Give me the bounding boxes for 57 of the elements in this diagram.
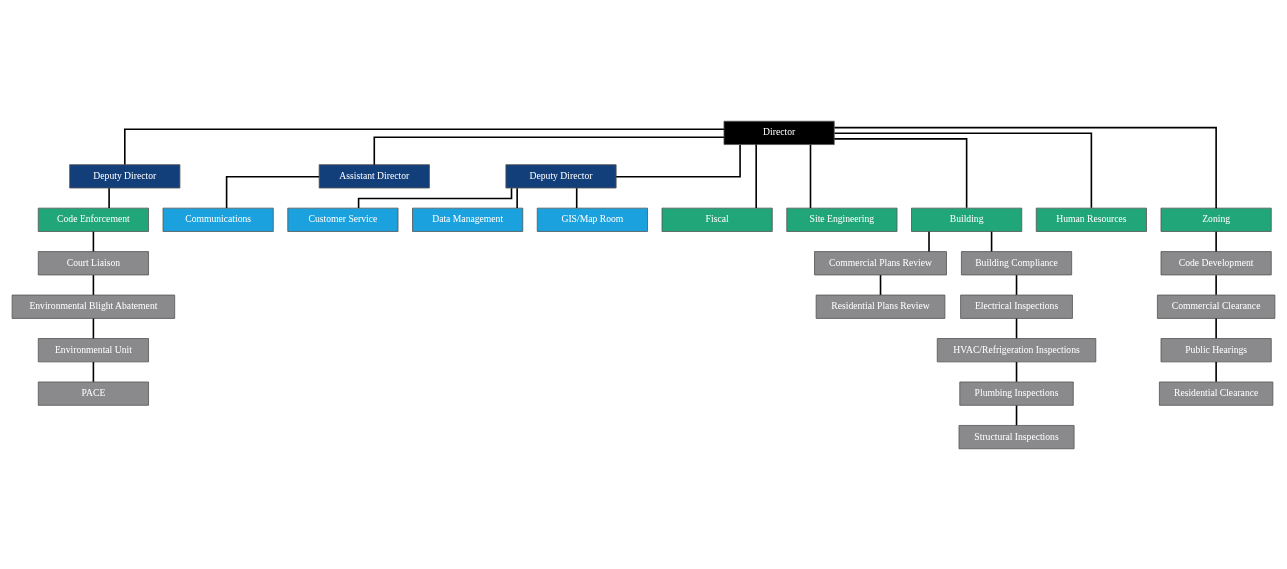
node-box: Residential Plans Review (815, 294, 946, 319)
node-box: Director (723, 120, 835, 145)
node-box: Environmental Unit (37, 337, 149, 362)
connector (92, 230, 95, 252)
connector (225, 175, 320, 209)
node-box: GIS/Map Room (536, 207, 648, 232)
connector (108, 186, 110, 209)
node-box: Fiscal (661, 207, 773, 232)
node-box: Customer Service (287, 207, 399, 232)
node-box: PACE (37, 381, 149, 406)
connector (1215, 273, 1217, 296)
connector (1015, 317, 1018, 339)
node-box: Site Engineering (786, 207, 898, 232)
connector (755, 143, 757, 209)
node-box: Court Liaison (37, 250, 149, 275)
connector (833, 132, 1093, 209)
node-box: HVAC/Refrigeration Inspections (936, 337, 1097, 362)
connector (516, 186, 518, 209)
connector (833, 126, 1217, 209)
node-box: Residential Clearance (1159, 381, 1274, 406)
connector (833, 137, 968, 209)
node-box: Electrical Inspections (960, 294, 1073, 319)
connector (928, 230, 930, 252)
node-box: Commercial Clearance (1157, 294, 1276, 319)
node-box: Deputy Director (69, 163, 181, 188)
node-box: Building Compliance (961, 250, 1073, 275)
connector (124, 127, 725, 165)
connector (575, 186, 578, 209)
node-box: Human Resources (1035, 207, 1147, 232)
connector (1215, 230, 1217, 252)
connector (92, 273, 95, 296)
connector (1215, 317, 1217, 339)
connector (879, 273, 882, 296)
node-box: Code Development (1160, 250, 1272, 275)
node-box: Plumbing Inspections (959, 381, 1074, 406)
node-box: Building (911, 207, 1023, 232)
node-box: Structural Inspections (958, 424, 1075, 449)
connector (1015, 404, 1018, 426)
connector (990, 230, 993, 252)
node-box: Data Management (412, 207, 524, 232)
connector (92, 360, 95, 383)
connector (1215, 360, 1217, 383)
node-box: Public Hearings (1160, 337, 1272, 362)
connector (1015, 273, 1018, 296)
connector (615, 143, 741, 178)
connector (357, 186, 513, 209)
node-box: Communications (162, 207, 274, 232)
node-box: Code Enforcement (37, 207, 149, 232)
connector (373, 136, 725, 165)
connector (92, 317, 95, 339)
node-box: Deputy Director (505, 163, 617, 188)
node-box: Assistant Director (318, 163, 430, 188)
node-box: Environmental Blight Abatement (11, 294, 176, 319)
node-box: Commercial Plans Review (814, 250, 947, 275)
node-box: Zoning (1160, 207, 1272, 232)
connector (1015, 360, 1018, 383)
connector (809, 143, 812, 209)
